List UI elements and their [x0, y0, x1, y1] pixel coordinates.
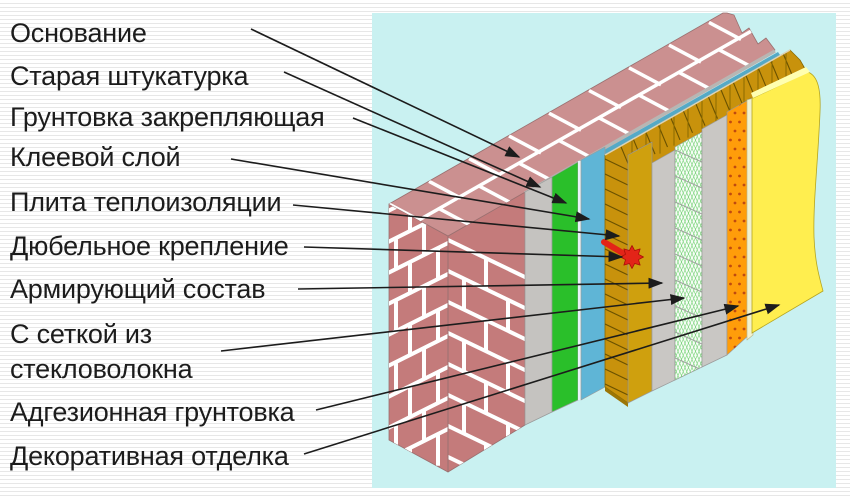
- layer-label-10: Декоративная отделка: [10, 441, 289, 471]
- layer-label-9: Адгезионная грунтовка: [10, 397, 295, 427]
- layer-label-4: Клеевой слой: [10, 142, 181, 172]
- leader-line-7: [297, 277, 664, 290]
- leader-line-9: [315, 303, 740, 411]
- leader-line-10: [303, 303, 781, 455]
- layer-label-8: С сеткой из стекловолокна: [10, 319, 193, 384]
- leader-line-2: [283, 71, 542, 188]
- layer-label-2: Старая штукатурка: [10, 61, 249, 91]
- layer-label-6: Дюбельное крепление: [10, 231, 289, 261]
- layer-label-7: Армирующий состав: [10, 274, 266, 304]
- leader-lines: [220, 28, 781, 455]
- leader-line-3: [352, 117, 568, 204]
- leader-line-6: [303, 246, 624, 263]
- leader-line-1: [250, 28, 521, 158]
- leader-line-5: [292, 204, 621, 241]
- leader-line-4: [230, 158, 591, 223]
- leader-line-8: [220, 294, 686, 352]
- layer-decorative-finish: [751, 71, 824, 334]
- layer-label-1: Основание: [10, 18, 147, 48]
- layer-label-5: Плита теплоизоляции: [10, 187, 282, 217]
- layer-label-3: Грунтовка закрепляющая: [10, 102, 325, 132]
